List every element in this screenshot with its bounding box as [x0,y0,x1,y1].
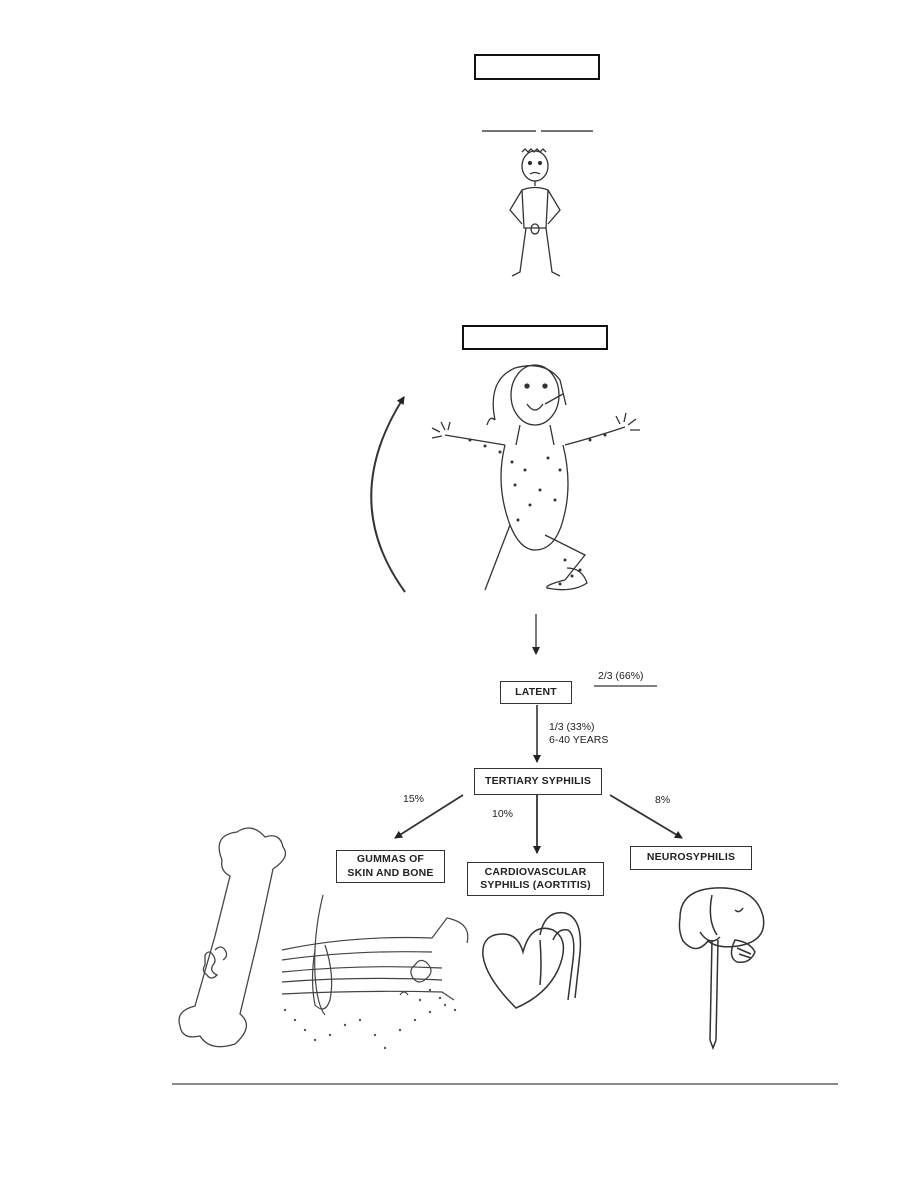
arrow-to-neuro [609,794,683,839]
cardiovascular-box: CARDIOVASCULAR SYPHILIS (AORTITIS) [467,862,604,896]
gummas-box: GUMMAS OF SKIN AND BONE [336,850,445,883]
tissue-dots [283,988,457,1050]
primary-stage-figure [509,148,561,277]
cardiovascular-percent-label: 10% [492,808,514,820]
tertiary-syphilis-box: TERTIARY SYPHILIS [474,768,602,795]
latent-to-tertiary-label: 1/3 (33%) 6-40 YEARS [549,721,609,747]
relapse-curve-arrow [370,396,406,593]
skin-gumma-illustration [281,894,469,1016]
relapse-percent-label: 2/3 (66%) [598,670,644,682]
rash-spots [468,433,607,586]
neurosyphilis-box: NEUROSYPHILIS [630,846,752,870]
gummas-percent-label: 15% [403,793,425,805]
bone-illustration [178,827,287,1048]
neuro-percent-label: 8% [655,794,671,806]
secondary-stage-title-box [462,325,608,350]
arrow-to-gummas [394,794,464,839]
brain-illustration [678,887,765,1051]
primary-stage-title-box [474,54,600,80]
secondary-stage-figure [431,364,640,591]
latent-box: LATENT [500,681,572,704]
heart-aorta-illustration [482,911,582,1009]
